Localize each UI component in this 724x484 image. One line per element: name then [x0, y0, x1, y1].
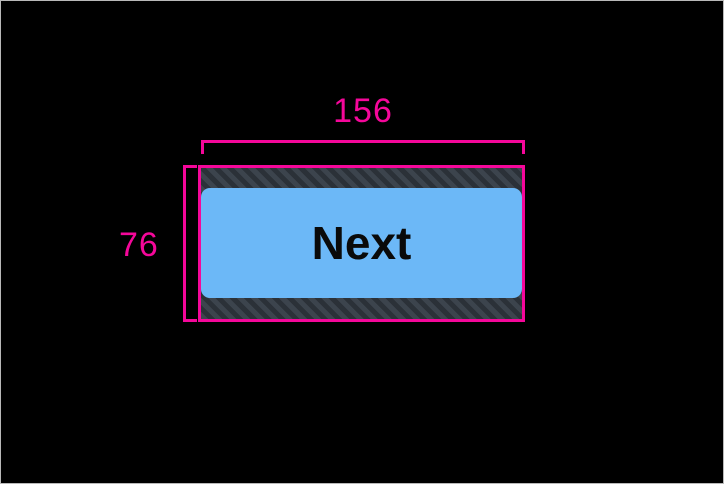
height-dimension-label: 76 — [119, 226, 159, 264]
width-dimension-bracket — [201, 140, 525, 154]
height-dimension-bracket — [183, 165, 197, 322]
next-button-label: Next — [311, 217, 412, 269]
next-button[interactable]: Next — [201, 188, 522, 298]
selected-element-outline[interactable]: Next — [198, 165, 525, 322]
width-dimension-label: 156 — [333, 92, 393, 130]
